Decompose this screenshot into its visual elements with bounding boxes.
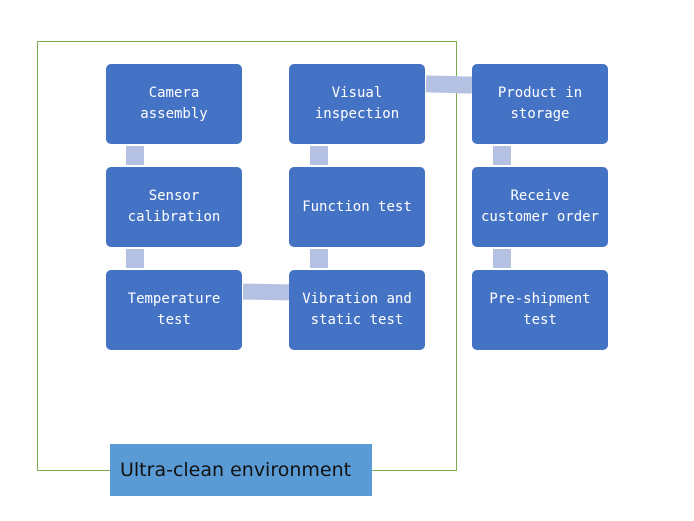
connector-temperature-to-vibration (242, 283, 290, 301)
step-sensor-calibration: Sensor calibration (106, 167, 242, 247)
step-visual-inspection: Visual inspection (289, 64, 425, 144)
connector-visual-to-storage (425, 75, 473, 94)
step-product-in-storage: Product in storage (472, 64, 608, 144)
step-camera-assembly: Camera assembly (106, 64, 242, 144)
ultra-clean-environment-label: Ultra-clean environment (110, 444, 372, 496)
connector-order-to-preshipment (493, 249, 511, 268)
step-vibration-static-test: Vibration and static test (289, 270, 425, 350)
connector-storage-to-order (493, 146, 511, 165)
step-pre-shipment-test: Pre-shipment test (472, 270, 608, 350)
connector-sensor-to-temperature (126, 249, 144, 268)
connector-vibration-to-function (310, 249, 328, 268)
step-function-test: Function test (289, 167, 425, 247)
step-receive-customer-order: Receive customer order (472, 167, 608, 247)
connector-camera-to-sensor (126, 146, 144, 165)
connector-function-to-visual (310, 146, 328, 165)
step-temperature-test: Temperature test (106, 270, 242, 350)
